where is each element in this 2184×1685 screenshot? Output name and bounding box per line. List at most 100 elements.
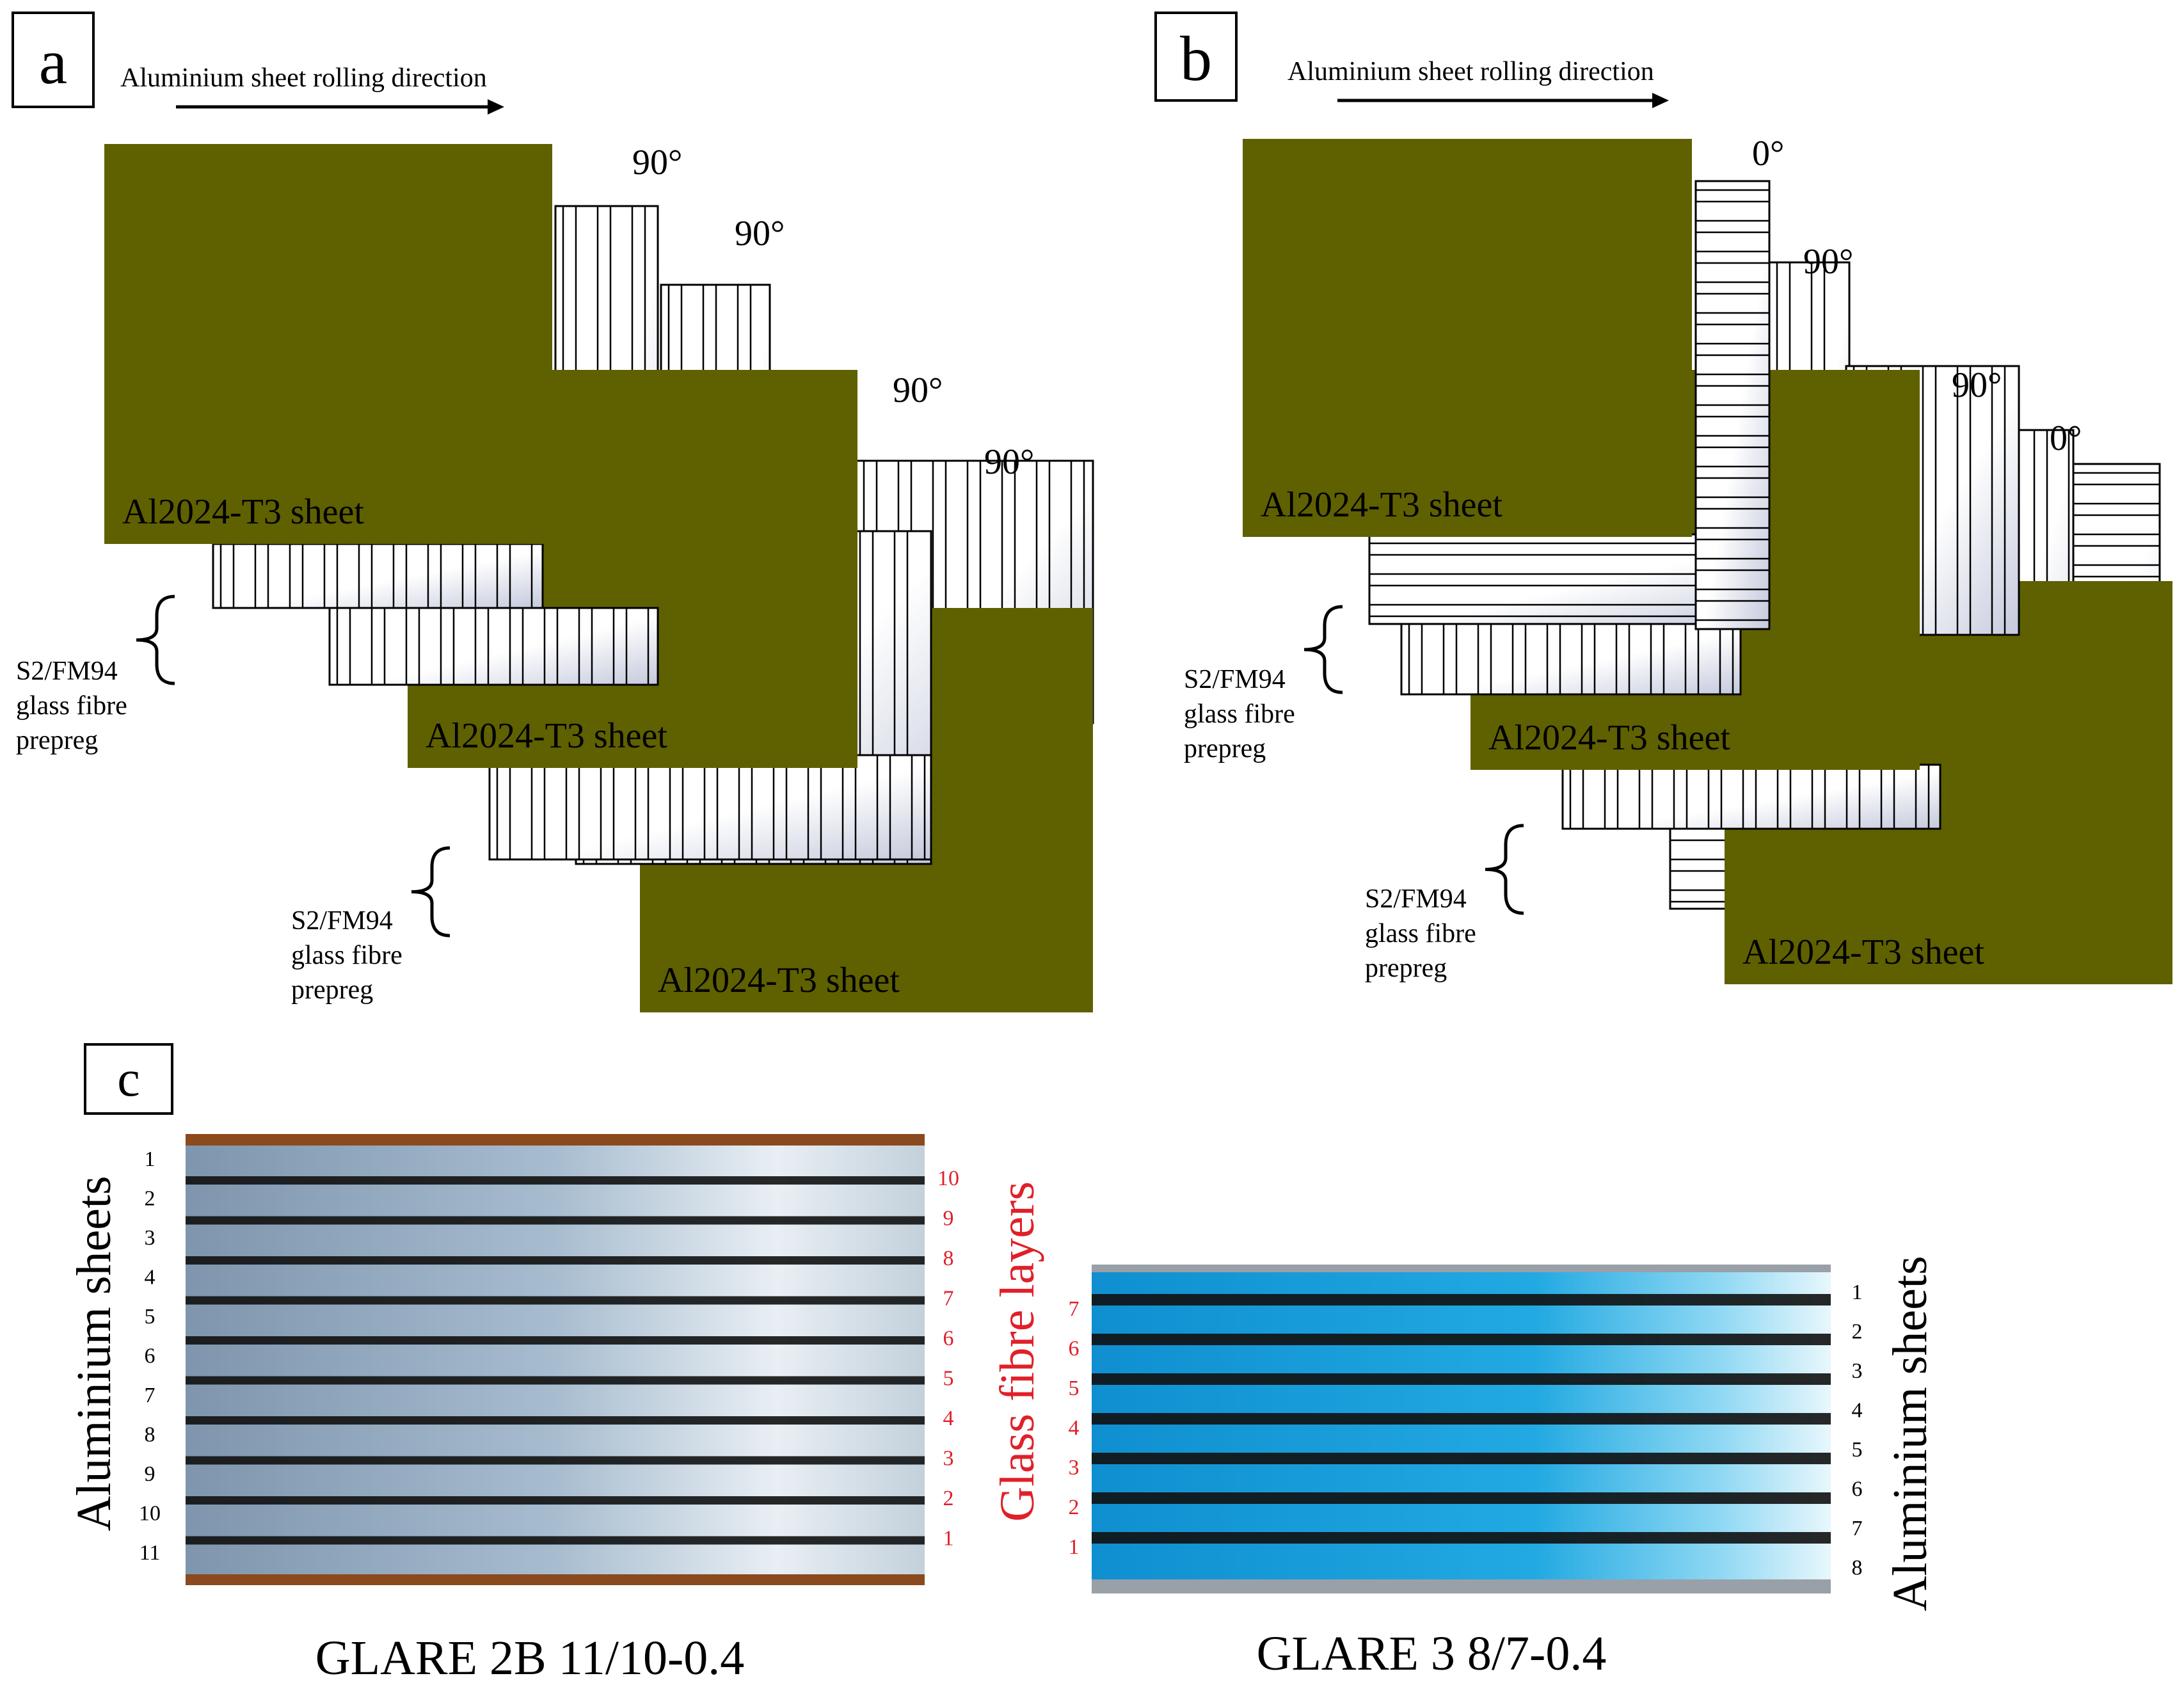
- aluminium-sheet-label: Al2024-T3 sheet: [426, 716, 667, 756]
- glass-fibre-layer: [186, 1376, 925, 1385]
- rolling-direction-arrow: [1337, 93, 1669, 108]
- layer-number: 2: [1069, 1496, 1080, 1519]
- layer-number: 4: [145, 1266, 155, 1290]
- layer-number: 5: [943, 1367, 954, 1391]
- glass-fibre-layer: [1092, 1294, 1831, 1306]
- brace-icon: [411, 846, 450, 938]
- layer-number: 5: [1069, 1377, 1080, 1400]
- aluminium-sheet-label: Al2024-T3 sheet: [658, 961, 900, 1000]
- layer-number: 4: [943, 1407, 954, 1430]
- glare3-aluminium-axis-label: Aluminium sheets: [1883, 1256, 1937, 1611]
- ply-angle-label: 0°: [1752, 134, 1784, 173]
- ply-angle-label: 0°: [2050, 419, 2082, 458]
- panel-c: c Aluminium sheets Glass fibre layers Al…: [67, 1043, 1937, 1685]
- prepreg-layer: [1694, 180, 1771, 630]
- layer-number: 8: [1852, 1556, 1863, 1580]
- panel-b-label: b: [1180, 23, 1212, 94]
- layer-number: 6: [145, 1345, 155, 1368]
- glass-fibre-layer: [186, 1416, 925, 1425]
- rolling-direction-arrow: [176, 99, 504, 115]
- layer-number: 3: [145, 1226, 155, 1250]
- glass-fibre-layer: [1092, 1492, 1831, 1504]
- glass-fibre-layer: [186, 1536, 925, 1545]
- prepreg-layer: [212, 543, 544, 609]
- ply-angle-label: 90°: [984, 442, 1034, 482]
- panel-a-rolling-direction: Aluminium sheet rolling direction: [120, 63, 487, 93]
- glass-fibre-layer: [1092, 1334, 1831, 1345]
- layer-number: 2: [145, 1187, 155, 1211]
- brace-icon: [1303, 605, 1343, 694]
- ply-angle-label: 90°: [893, 371, 943, 410]
- glare3-cross-section: [1092, 1265, 1831, 1593]
- glare2-cross-section: [186, 1134, 925, 1585]
- layer-number: 2: [943, 1487, 954, 1510]
- ply-angle-label: 90°: [632, 143, 682, 182]
- layer-number: 2: [1852, 1320, 1863, 1344]
- glare2-caption: GLARE 2B 11/10-0.4: [315, 1631, 745, 1685]
- layer-number: 8: [943, 1247, 954, 1270]
- glass-fibre-layers-label: Glass fibre layers: [991, 1181, 1044, 1522]
- layer-number: 9: [943, 1207, 954, 1231]
- layer-number: 3: [943, 1447, 954, 1471]
- layer-number: 6: [1069, 1337, 1080, 1361]
- panel-c-label-box: [84, 1043, 173, 1115]
- prepreg-layer: [328, 607, 659, 686]
- layer-number: 7: [1069, 1297, 1080, 1321]
- panel-b-label-box: [1154, 12, 1238, 102]
- glass-fibre-layer: [1092, 1373, 1831, 1385]
- layer-number: 5: [1852, 1438, 1863, 1462]
- aluminium-sheet-label: Al2024-T3 sheet: [1261, 485, 1502, 525]
- aluminium-sheet-label: Al2024-T3 sheet: [1488, 718, 1730, 758]
- layer-number: 7: [145, 1384, 155, 1407]
- layer-number: 8: [145, 1423, 155, 1447]
- layer-number: 1: [1852, 1281, 1863, 1304]
- glass-fibre-layer: [186, 1456, 925, 1465]
- glass-fibre-layer: [1092, 1453, 1831, 1464]
- panel-b: b Aluminium sheet rolling direction: [1154, 12, 1669, 108]
- panel-a-label: a: [39, 26, 67, 97]
- glass-fibre-layer: [186, 1216, 925, 1225]
- layer-number: 1: [1069, 1535, 1080, 1559]
- layer-number: 11: [139, 1541, 161, 1565]
- aluminium-sheet: Al2024-T3 sheet: [104, 144, 552, 544]
- glare2-aluminium-axis-label: Aluminium sheets: [67, 1176, 121, 1531]
- ply-angle-label: 90°: [735, 214, 785, 253]
- layer-number: 7: [943, 1287, 954, 1311]
- prepreg-layer: [488, 754, 932, 861]
- aluminium-sheet: Al2024-T3 sheet: [1243, 139, 1692, 537]
- layer-number: 5: [145, 1305, 155, 1329]
- ply-angle-label: 90°: [1803, 242, 1853, 282]
- glass-fibre-layer: [186, 1296, 925, 1305]
- layer-number: 6: [943, 1327, 954, 1350]
- aluminium-sheet-label: Al2024-T3 sheet: [1742, 932, 1984, 972]
- glass-fibre-layer: [1092, 1532, 1831, 1544]
- brace-icon: [136, 595, 175, 685]
- ply-angle-label: 90°: [1952, 365, 2002, 405]
- glass-fibre-layer: [186, 1336, 925, 1345]
- layer-number: 4: [1852, 1399, 1863, 1423]
- layer-number: 3: [1069, 1456, 1080, 1480]
- layer-number: 1: [943, 1527, 954, 1551]
- panel-b-rolling-direction: Aluminium sheet rolling direction: [1287, 57, 1654, 86]
- layer-number: 9: [145, 1462, 155, 1486]
- glass-fibre-layer: [186, 1496, 925, 1505]
- aluminium-sheet-label: Al2024-T3 sheet: [122, 492, 364, 532]
- layer-number: 3: [1852, 1359, 1863, 1383]
- panel-c-label: c: [117, 1051, 140, 1107]
- layer-number: 10: [139, 1502, 161, 1526]
- panel-a-label-box: [12, 12, 95, 108]
- layer-number: 4: [1069, 1416, 1080, 1440]
